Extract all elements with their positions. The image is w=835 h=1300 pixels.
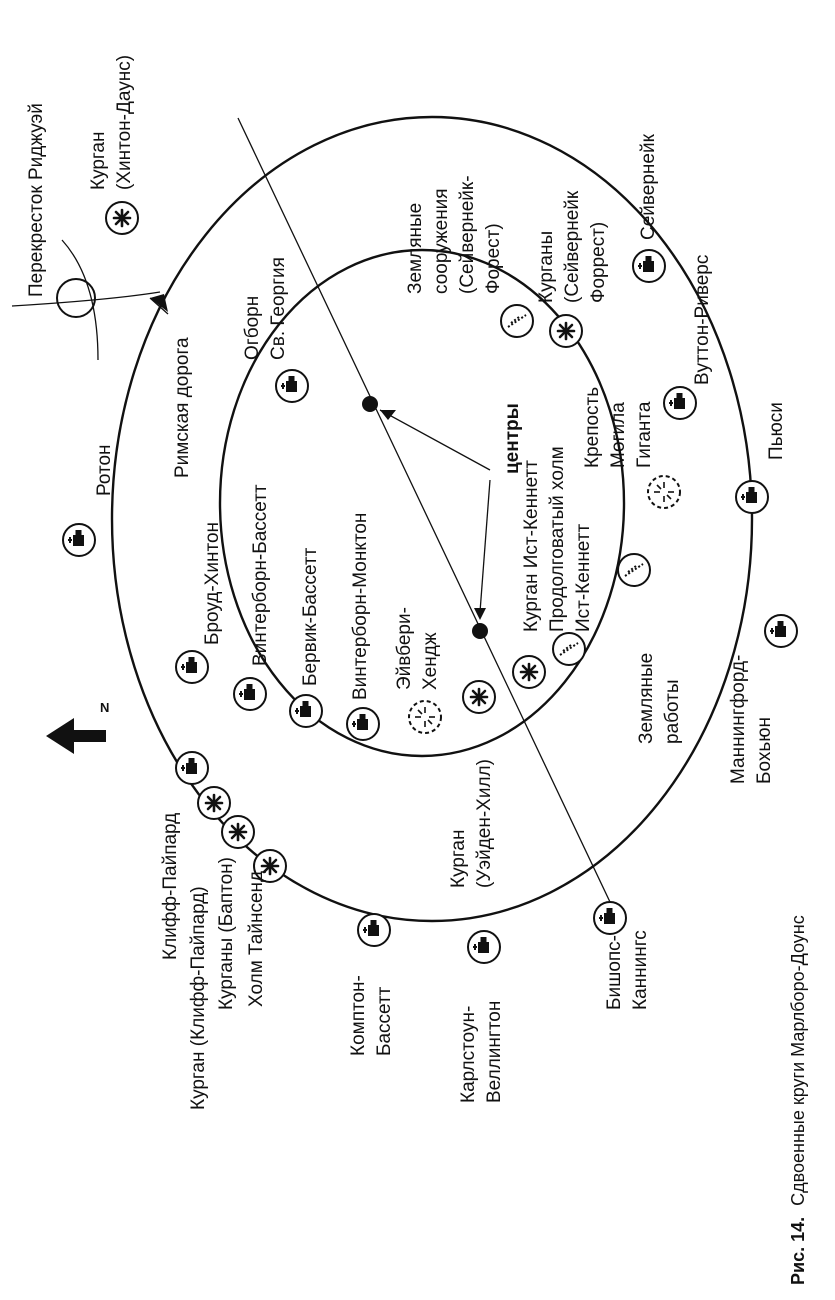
church-icon [735,480,769,514]
label-savernake-barrows-1: Курганы [536,231,557,303]
ridgeway-crossroads [11,239,169,361]
church-icon [663,386,697,420]
label-long-barrow-2: Ист-Кеннетт [573,524,594,632]
church-icon [764,614,798,648]
church-icon [233,677,267,711]
caption-prefix: Рис. 14. [788,1217,808,1285]
outer-circle [110,115,754,923]
church-icon [62,523,96,557]
label-ogbourne-2: Св. Георгия [268,257,289,360]
label-hinton-downs: Курган [88,132,109,191]
label-clyffe-barrow: Курган (Клифф-Пайпард) [188,886,209,1110]
alignment-line [237,117,611,903]
barrow-icon [104,200,140,236]
figure-caption: Рис. 14. Сдвоенные круги Марлборо-Доунс [788,915,808,1285]
earthwork-icon [500,304,534,338]
label-savernake-barrows-3: Форрест) [588,222,609,303]
label-townsend: Холм Тайнсенд [246,871,267,1007]
label-bishops-1: Бишопс- [604,935,625,1010]
label-waden-1: Курган [448,830,469,889]
label-broad-hinton: Броуд-Хинтон [202,522,223,645]
label-savernake-earthworks-3: (Сейвернейк- [457,175,478,294]
north-label: N [100,700,109,715]
label-bishops-2: Каннингс [630,930,651,1010]
church-icon [175,751,209,785]
label-savernake-earthworks-2: сооружения [431,188,452,294]
church-icon [289,694,323,728]
label-calstone-1: Карлстоун- [458,1006,479,1103]
label-avebury-1: Эйвбери- [394,607,415,690]
earthwork-icon [552,632,586,666]
inner-circle [218,248,626,758]
label-earthworks-1: Земляные [636,653,657,744]
barrow-icon [461,679,497,715]
label-savernake-earthworks-4: Форест) [483,223,504,294]
label-savernake: Сейвернейк [638,133,659,240]
church-icon [346,707,380,741]
label-roton: Ротон [94,444,115,496]
label-centers: центры [502,403,523,474]
label-giants-grave-3: Гиганта [634,401,655,468]
label-berwick-bassett: Бервик-Бассетт [300,547,321,686]
label-east-kennett-barrow: Курган Ист-Кеннетт [521,460,542,632]
roman-road-arrow-icon [150,294,168,312]
label-manningford-2: Бохьюн [754,717,775,784]
label-winterbourne-bassett: Винтерборн-Бассетт [250,484,271,666]
label-avebury-2: Хендж [420,632,441,690]
label-manningford-1: Маннингфорд- [728,655,749,784]
label-long-barrow-1: Продолговатый холм [547,446,568,632]
barrow-icon [196,785,232,821]
label-earthworks-2: работы [662,679,683,744]
center-dot-icon [472,623,488,639]
label-giants-grave-1: Крепость [582,387,603,468]
label-wootton-rivers: Вуттон-Риверс [692,255,713,385]
church-icon [175,650,209,684]
barrow-icon [548,313,584,349]
center-dot-icon [362,396,378,412]
label-barrows-bupton: Курганы (Баптон) [216,857,237,1010]
label-ogbourne-1: Огборн [242,296,263,360]
label-calstone-2: Веллингтон [484,1001,505,1103]
church-icon [357,913,391,947]
church-icon [467,930,501,964]
label-roman-road: Римская дорога [172,337,193,478]
caption-text: Сдвоенные круги Марлборо-Доунс [788,915,808,1206]
label-waden-2: (Уэйден-Хилл) [474,759,495,888]
label-compton-2: Бассетт [374,986,395,1056]
north-arrow-icon: N [46,700,109,754]
label-savernake-earthworks-1: Земляные [405,203,426,294]
label-clyffe-pypard: Клифф-Пайпард [160,813,181,960]
church-icon [632,249,666,283]
henge-icon [647,475,681,509]
label-hinton-downs-2: (Хинтон-Даунс) [114,55,135,190]
label-pewsey: Пьюси [766,402,787,460]
label-compton-1: Комптон- [348,975,369,1056]
church-icon [593,901,627,935]
label-giants-grave-2: Могила [608,402,629,468]
barrow-icon [511,654,547,690]
label-savernake-barrows-2: (Сейвернейк [562,190,583,303]
church-icon [275,369,309,403]
label-winterbourne-monkton: Винтерборн-Монктон [350,513,371,700]
earthwork-icon [617,553,651,587]
henge-icon [408,700,442,734]
label-ridgeway: Перекресток Риджуэй [26,103,47,297]
barrow-icon [220,814,256,850]
